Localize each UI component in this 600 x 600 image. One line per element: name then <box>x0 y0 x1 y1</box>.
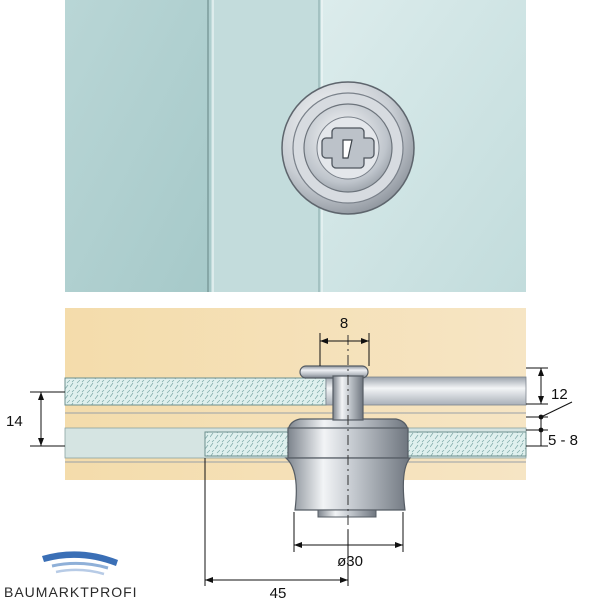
dimension-arrows <box>38 338 544 583</box>
glass-panel-left <box>65 0 211 292</box>
lock-rosette <box>281 81 415 215</box>
dim-pin-diameter: 8 <box>340 315 348 332</box>
dim-gap: 14 <box>6 413 23 430</box>
brand-name: BAUMARKTPROFI <box>4 584 138 600</box>
lower-glass-left <box>204 431 291 457</box>
dim-upper-glass: 12 <box>551 386 568 403</box>
dim-lock-diameter: ø30 <box>337 553 363 570</box>
dim-edge-distance: 45 <box>270 585 287 600</box>
upper-glass <box>64 377 327 406</box>
dimension-dots <box>538 414 544 433</box>
dim-lower-glass: 5 - 8 <box>548 432 578 449</box>
front-view <box>65 0 526 292</box>
dimensions <box>30 333 573 586</box>
brand-logo: BAUMARKTPROFI <box>4 551 138 600</box>
lower-glass-right <box>402 431 527 457</box>
key-slot <box>342 139 353 159</box>
section-view <box>64 308 527 532</box>
roof-icon <box>42 551 118 576</box>
